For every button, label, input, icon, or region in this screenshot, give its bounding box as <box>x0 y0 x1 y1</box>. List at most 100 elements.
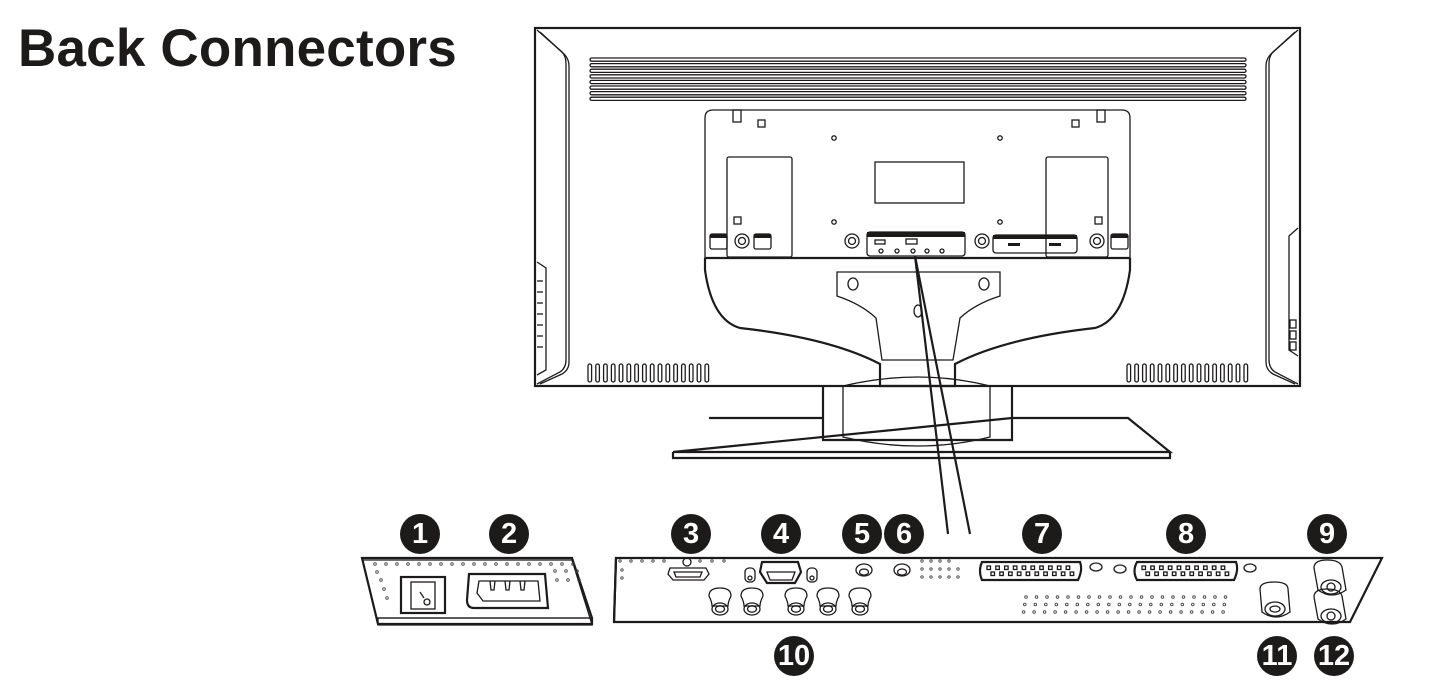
vent-dot <box>575 569 579 573</box>
vent-dot <box>428 562 432 566</box>
vent-slot <box>589 68 1247 74</box>
scart-pin <box>1220 565 1226 571</box>
speaker-cover-left <box>726 156 793 258</box>
scart-pin <box>1189 571 1195 577</box>
component-rca-jacks[interactable] <box>708 587 872 616</box>
vent-dot <box>1222 602 1227 607</box>
vent-dot <box>1097 595 1102 599</box>
vent-dot <box>1108 595 1112 599</box>
callout-badges: 1 2 3 4 5 6 7 8 9 10 11 <box>400 514 1354 676</box>
vent-dot <box>1066 595 1070 599</box>
vent-dot <box>1084 610 1089 614</box>
vent-dot <box>379 578 383 582</box>
rca-jack-ring <box>743 602 761 616</box>
vent-dot <box>538 562 542 566</box>
vent-slot <box>1173 363 1179 383</box>
vent-dot <box>1158 610 1162 614</box>
vent-dot <box>375 570 379 574</box>
scart-pin <box>986 565 992 571</box>
scart-pin <box>1069 571 1075 577</box>
scart-pin <box>1039 565 1044 571</box>
vent-slot <box>1243 363 1249 383</box>
vent-dot <box>1032 610 1036 614</box>
vent-dot <box>1213 595 1217 599</box>
scart-pin <box>1051 571 1057 577</box>
rca-jack-center <box>854 605 866 613</box>
vent-dot <box>938 567 942 571</box>
rear-panel-plate <box>704 109 1131 259</box>
vent-slot <box>610 363 616 383</box>
tv-body <box>533 26 1302 388</box>
rca-jack-ring <box>819 602 837 616</box>
vent-dot <box>1034 595 1039 599</box>
scart-pin <box>1185 565 1191 571</box>
callout-number: 2 <box>501 518 517 550</box>
satellite-input-2[interactable] <box>1313 588 1347 625</box>
satellite-input-1[interactable] <box>1313 559 1347 596</box>
rca-jack-ring <box>851 602 869 616</box>
vent-dot <box>938 575 942 579</box>
vent-dot <box>1045 595 1049 599</box>
hdmi-port[interactable] <box>667 557 710 581</box>
audio-jack-6[interactable] <box>893 563 911 577</box>
callout-number: 6 <box>896 518 912 550</box>
vent-dot <box>516 562 520 566</box>
vent-dot <box>571 562 575 566</box>
vent-dot <box>1159 602 1164 607</box>
scart-pin <box>1224 571 1230 577</box>
vent-slot <box>618 363 624 383</box>
vent-dot <box>651 559 655 563</box>
callout-1: 1 <box>400 514 440 554</box>
vent-dot <box>1065 602 1069 607</box>
vent-dot <box>483 562 487 566</box>
vent-slot <box>649 363 655 383</box>
vent-dot <box>1138 602 1143 607</box>
audio-jack-5[interactable] <box>855 563 873 577</box>
vent-dot <box>527 562 531 566</box>
callout-number: 4 <box>773 518 789 550</box>
vent-dot <box>1116 610 1120 614</box>
power-switch[interactable] <box>399 575 447 615</box>
vent-dot <box>1191 602 1195 607</box>
scart-port-2[interactable] <box>1133 560 1239 582</box>
rca-jack-ring <box>711 602 729 616</box>
side-buttons-right <box>1289 319 1297 351</box>
vent-slot <box>673 363 679 383</box>
rca-jack <box>708 587 732 607</box>
scart-port-1[interactable] <box>978 560 1083 582</box>
vent-slot <box>589 62 1247 68</box>
callout-number: 11 <box>1262 640 1293 672</box>
scart-pin <box>1012 565 1018 571</box>
vga-port[interactable] <box>744 560 818 585</box>
vent-slot <box>587 363 593 383</box>
vent-dot <box>1168 610 1173 614</box>
ac-power-inlet[interactable] <box>465 572 550 610</box>
vent-slot <box>1149 363 1155 383</box>
vent-dot <box>395 562 399 566</box>
vent-dot <box>1181 595 1186 599</box>
vent-slot <box>1219 363 1225 383</box>
scart-pin <box>1154 571 1159 577</box>
vent-dot <box>1054 602 1059 607</box>
scart-pin <box>1211 565 1217 571</box>
antenna-input[interactable] <box>1259 581 1291 618</box>
vent-dot <box>1021 610 1026 614</box>
vent-dot <box>461 562 465 566</box>
vent-slot <box>1134 363 1140 383</box>
vent-dot <box>1180 602 1185 607</box>
callout-11: 11 <box>1257 636 1297 676</box>
vent-dot <box>494 562 498 566</box>
vent-dot <box>947 575 951 579</box>
vent-dot <box>555 578 559 582</box>
vent-dot <box>629 559 633 563</box>
scart-pin <box>1215 571 1221 577</box>
vent-dot <box>1105 610 1110 614</box>
rca-jack-ring <box>787 602 805 616</box>
vent-dot <box>1075 602 1080 607</box>
vent-dot <box>920 567 924 571</box>
vent-slot <box>1126 363 1132 383</box>
vent-slot <box>634 363 640 383</box>
vent-dot <box>929 559 933 563</box>
vent-dot <box>564 569 568 573</box>
callout-12: 12 <box>1314 636 1354 676</box>
